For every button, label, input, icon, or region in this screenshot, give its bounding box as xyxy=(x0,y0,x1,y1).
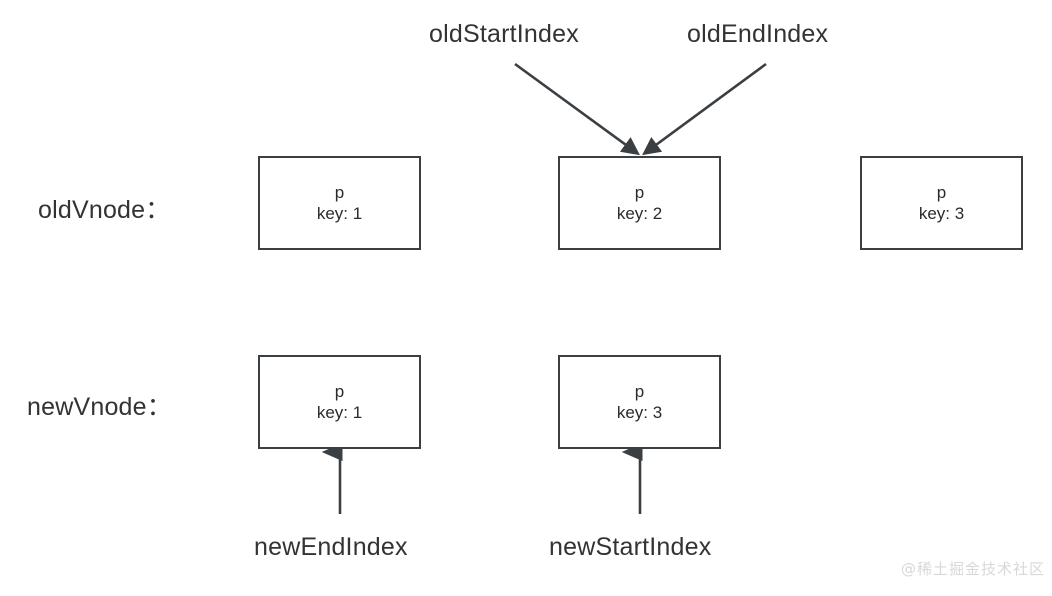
vnode-tag: p xyxy=(634,182,645,202)
old-vnode-box-2[interactable]: p key: 2 xyxy=(558,156,721,250)
new-vnode-box-1[interactable]: p key: 1 xyxy=(258,355,421,449)
row-label-old-vnode: oldVnode： xyxy=(38,196,171,224)
vnode-key: key: 3 xyxy=(616,402,663,422)
label-new-end-index: newEndIndex xyxy=(254,533,408,561)
vnode-key: key: 1 xyxy=(316,402,363,422)
vnode-key: key: 3 xyxy=(918,203,965,223)
vnode-key: key: 1 xyxy=(316,203,363,223)
label-old-start-index: oldStartIndex xyxy=(429,20,579,48)
watermark: @稀土掘金技术社区 xyxy=(901,560,1046,578)
label-new-start-index: newStartIndex xyxy=(549,533,712,561)
arrow-old-start-index xyxy=(514,62,640,156)
vnode-tag: p xyxy=(334,182,345,202)
arrow-old-end-index xyxy=(642,62,767,156)
old-vnode-box-1[interactable]: p key: 1 xyxy=(258,156,421,250)
vnode-tag: p xyxy=(936,182,947,202)
vnode-tag: p xyxy=(634,381,645,401)
vnode-tag: p xyxy=(334,381,345,401)
old-vnode-box-3[interactable]: p key: 3 xyxy=(860,156,1023,250)
row-label-new-vnode: newVnode： xyxy=(27,393,172,421)
vnode-key: key: 2 xyxy=(616,203,663,223)
label-old-end-index: oldEndIndex xyxy=(687,20,829,48)
new-vnode-box-2[interactable]: p key: 3 xyxy=(558,355,721,449)
